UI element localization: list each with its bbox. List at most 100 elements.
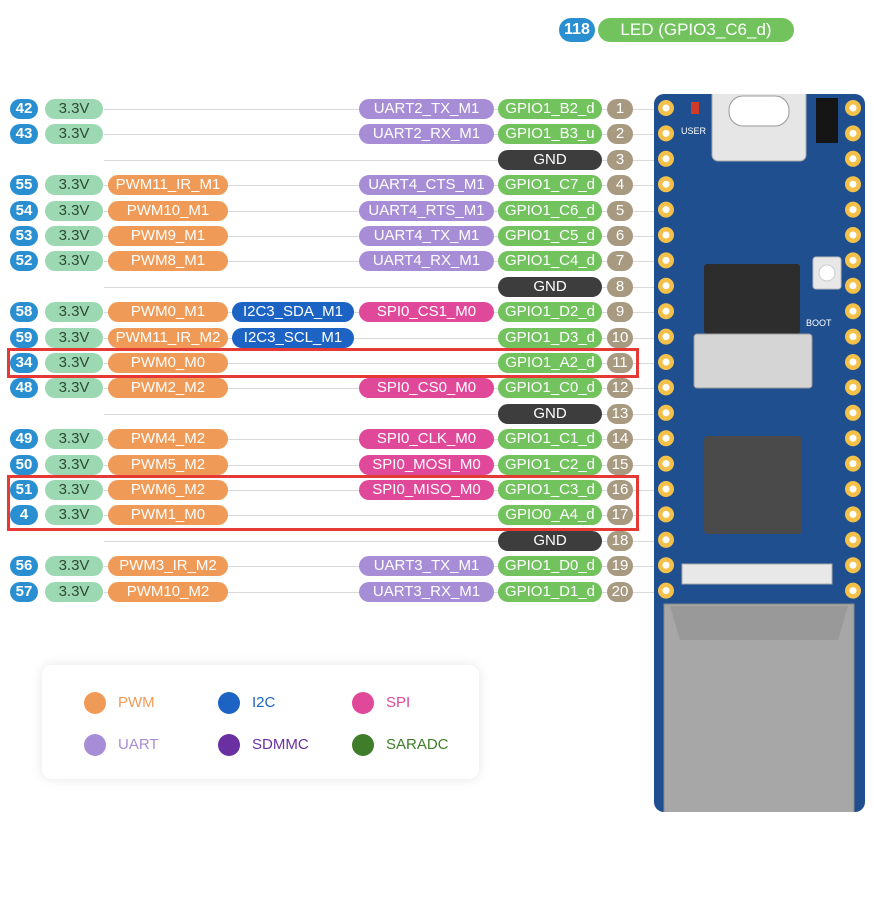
uart-function-badge: UART3_RX_M1 <box>359 582 494 602</box>
pin-number-badge: 2 <box>607 124 633 144</box>
spi-function-badge: SPI0_CS1_M0 <box>359 302 494 322</box>
pwm-function-badge: PWM5_M2 <box>108 455 228 475</box>
pin-hole-center <box>849 536 857 544</box>
ethernet-jack-top <box>670 606 848 640</box>
pin-number-badge: 8 <box>607 277 633 297</box>
pin-hole-center <box>849 587 857 595</box>
pwm-function-badge: PWM11_IR_M1 <box>108 175 228 195</box>
pin-hole-center <box>662 282 670 290</box>
legend-label: UART <box>118 736 159 753</box>
gnd-badge: GND <box>498 531 602 551</box>
pin-number-badge: 12 <box>607 378 633 398</box>
voltage-badge: 3.3V <box>45 505 103 525</box>
gpio-number-badge: 48 <box>10 378 38 398</box>
pin-hole-center <box>662 155 670 163</box>
pin-hole-center <box>662 536 670 544</box>
pin-number-badge: 18 <box>607 531 633 551</box>
pin-number-badge: 9 <box>607 302 633 322</box>
spi-function-badge: SPI0_CLK_M0 <box>359 429 494 449</box>
pin-number-badge: 16 <box>607 480 633 500</box>
pin-number-badge: 7 <box>607 251 633 271</box>
uart-function-badge: UART4_RX_M1 <box>359 251 494 271</box>
pin-hole-center <box>849 206 857 214</box>
gpio-number-badge: 56 <box>10 556 38 576</box>
legend-color-dot <box>84 692 106 714</box>
uart-function-badge: UART4_CTS_M1 <box>359 175 494 195</box>
pwm-function-badge: PWM9_M1 <box>108 226 228 246</box>
gpio-number-badge: 43 <box>10 124 38 144</box>
voltage-badge: 3.3V <box>45 556 103 576</box>
uart-function-badge: UART3_TX_M1 <box>359 556 494 576</box>
pin-hole-center <box>662 307 670 315</box>
pwm-function-badge: PWM0_M1 <box>108 302 228 322</box>
pin-number-badge: 6 <box>607 226 633 246</box>
pin-number-badge: 15 <box>607 455 633 475</box>
gpio-name-badge: GPIO1_C1_d <box>498 429 602 449</box>
pin-hole-center <box>849 256 857 264</box>
pin-hole-center <box>849 561 857 569</box>
pin-hole-center <box>849 510 857 518</box>
boot-button-cap <box>818 264 836 282</box>
gpio-name-badge: GPIO1_B2_d <box>498 99 602 119</box>
pin-hole-center <box>849 434 857 442</box>
gpio-number-badge: 50 <box>10 455 38 475</box>
spi-function-badge: SPI0_MOSI_M0 <box>359 455 494 475</box>
pin-number-badge: 10 <box>607 328 633 348</box>
gpio-number-badge: 52 <box>10 251 38 271</box>
boot-button-label: BOOT <box>806 318 832 328</box>
pin-hole-center <box>849 104 857 112</box>
pin-number-badge: 5 <box>607 201 633 221</box>
pin-hole-center <box>662 510 670 518</box>
led-label: LED (GPIO3_C6_d) <box>598 18 794 42</box>
legend-color-dot <box>218 692 240 714</box>
pwm-function-badge: PWM4_M2 <box>108 429 228 449</box>
gpio-name-badge: GPIO1_B3_u <box>498 124 602 144</box>
pin-hole-center <box>662 129 670 137</box>
voltage-badge: 3.3V <box>45 480 103 500</box>
legend-color-dot <box>352 692 374 714</box>
gpio-name-badge: GPIO1_D3_d <box>498 328 602 348</box>
pin-hole-center <box>849 231 857 239</box>
gpio-number-badge: 49 <box>10 429 38 449</box>
voltage-badge: 3.3V <box>45 175 103 195</box>
uart-function-badge: UART4_RTS_M1 <box>359 201 494 221</box>
pin-hole-center <box>849 333 857 341</box>
uart-function-badge: UART2_TX_M1 <box>359 99 494 119</box>
pin-hole-center <box>662 409 670 417</box>
pin-hole-center <box>849 358 857 366</box>
gpio-number-badge: 59 <box>10 328 38 348</box>
pin-hole-center <box>662 434 670 442</box>
pwm-function-badge: PWM11_IR_M2 <box>108 328 228 348</box>
voltage-badge: 3.3V <box>45 302 103 322</box>
pwm-function-badge: PWM2_M2 <box>108 378 228 398</box>
gpio-number-badge: 42 <box>10 99 38 119</box>
spi-function-badge: SPI0_MISO_M0 <box>359 480 494 500</box>
usb-c-port <box>728 95 790 127</box>
pin-hole-center <box>662 104 670 112</box>
voltage-badge: 3.3V <box>45 582 103 602</box>
pin-hole-center <box>849 485 857 493</box>
gpio-number-badge: 53 <box>10 226 38 246</box>
pin-number-badge: 11 <box>607 353 633 373</box>
legend-label: I2C <box>252 694 276 711</box>
gpio-name-badge: GPIO1_C5_d <box>498 226 602 246</box>
board-image: USER BOOT <box>654 94 865 812</box>
pin-hole-center <box>662 333 670 341</box>
pwm-function-badge: PWM10_M1 <box>108 201 228 221</box>
voltage-badge: 3.3V <box>45 378 103 398</box>
pin-hole-center <box>849 282 857 290</box>
pin-hole-center <box>662 180 670 188</box>
user-led <box>691 102 699 114</box>
voltage-badge: 3.3V <box>45 124 103 144</box>
legend-color-dot <box>84 734 106 756</box>
pin-number-badge: 17 <box>607 505 633 525</box>
pin-hole-center <box>662 358 670 366</box>
legend-label: PWM <box>118 694 155 711</box>
gpio-name-badge: GPIO1_D2_d <box>498 302 602 322</box>
gpio-name-badge: GPIO1_D0_d <box>498 556 602 576</box>
gpio-number-badge: 34 <box>10 353 38 373</box>
flash-chip <box>704 264 800 334</box>
voltage-badge: 3.3V <box>45 99 103 119</box>
